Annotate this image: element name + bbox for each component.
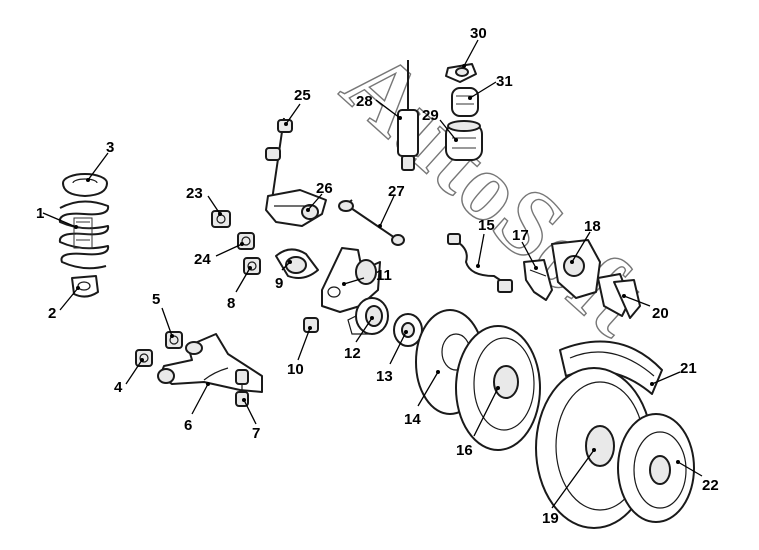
callout-9: 9 bbox=[275, 275, 283, 292]
callout-1: 1 bbox=[36, 205, 44, 222]
callout-18: 18 bbox=[584, 218, 601, 235]
callout-21: 21 bbox=[680, 360, 697, 377]
callout-5: 5 bbox=[152, 291, 160, 308]
bump-stop bbox=[451, 87, 479, 117]
strut-mount bbox=[445, 63, 477, 83]
callout-8: 8 bbox=[227, 295, 235, 312]
callout-28: 28 bbox=[356, 93, 373, 110]
callout-29: 29 bbox=[422, 107, 439, 124]
callout-20: 20 bbox=[652, 305, 669, 322]
callout-14: 14 bbox=[404, 411, 421, 428]
callout-15: 15 bbox=[478, 217, 495, 234]
bushing-23 bbox=[211, 210, 231, 228]
brake-pads bbox=[597, 273, 641, 319]
caliper-bracket bbox=[523, 259, 553, 301]
callout-11: 11 bbox=[376, 267, 392, 284]
tie-rod bbox=[338, 199, 405, 246]
callout-24: 24 bbox=[194, 251, 211, 268]
callout-31: 31 bbox=[496, 73, 513, 90]
callout-19: 19 bbox=[542, 510, 559, 527]
brake-hose bbox=[447, 233, 513, 293]
bushing-4 bbox=[135, 349, 153, 367]
bushing-5 bbox=[165, 331, 183, 349]
spring-lower-insulator bbox=[71, 275, 99, 298]
shock-absorber bbox=[397, 60, 419, 171]
nut-10 bbox=[303, 317, 319, 333]
dust-boot bbox=[445, 120, 483, 161]
callout-26: 26 bbox=[316, 180, 333, 197]
callout-25: 25 bbox=[294, 87, 311, 104]
callout-10: 10 bbox=[287, 361, 304, 378]
callout-16: 16 bbox=[456, 442, 473, 459]
callout-13: 13 bbox=[376, 368, 393, 385]
brake-caliper bbox=[551, 239, 601, 299]
callout-27: 27 bbox=[388, 183, 405, 200]
callout-2: 2 bbox=[48, 305, 56, 322]
callout-30: 30 bbox=[470, 25, 487, 42]
stabilizer-link bbox=[265, 117, 293, 201]
steering-knuckle bbox=[321, 247, 381, 313]
spring-upper-seat bbox=[62, 173, 108, 197]
bushing-8 bbox=[243, 257, 261, 275]
hub-cap bbox=[617, 413, 695, 523]
coil-spring bbox=[58, 200, 110, 270]
callout-6: 6 bbox=[184, 417, 192, 434]
callout-7: 7 bbox=[252, 425, 260, 442]
bushing-24 bbox=[237, 232, 255, 250]
upper-control-arm bbox=[265, 189, 327, 227]
callout-17: 17 bbox=[512, 227, 529, 244]
callout-23: 23 bbox=[186, 185, 203, 202]
callout-4: 4 bbox=[114, 379, 123, 396]
callout-12: 12 bbox=[344, 345, 361, 362]
callout-22: 22 bbox=[702, 477, 719, 494]
upper-ball-joint bbox=[275, 248, 319, 279]
callout-3: 3 bbox=[106, 139, 114, 156]
callouts: 1 2 3 4 5 6 7 8 9 10 11 12 13 14 15 16 1 bbox=[36, 25, 719, 527]
